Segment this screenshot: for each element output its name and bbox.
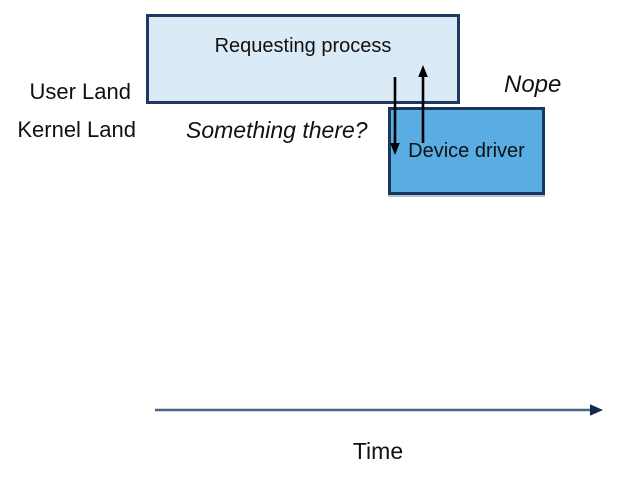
user-land-label: User Land [29, 79, 131, 104]
device-driver-box: Device driver [388, 107, 545, 195]
requesting-process-label: Requesting process [214, 35, 392, 57]
device-driver-label: Device driver [408, 140, 525, 162]
time-axis-label: Time [352, 438, 404, 464]
nope-label: Nope [504, 71, 562, 98]
time-axis-arrowhead-icon [590, 404, 603, 416]
requesting-process-box: Requesting process [146, 14, 460, 104]
request-arrow-down-icon [390, 77, 400, 155]
kernel-land-label: Kernel Land [17, 117, 136, 142]
response-arrow-up-icon [418, 65, 428, 143]
time-axis [155, 404, 603, 416]
something-there-label: Something there? [186, 117, 368, 143]
request-response-arrows [390, 65, 428, 155]
